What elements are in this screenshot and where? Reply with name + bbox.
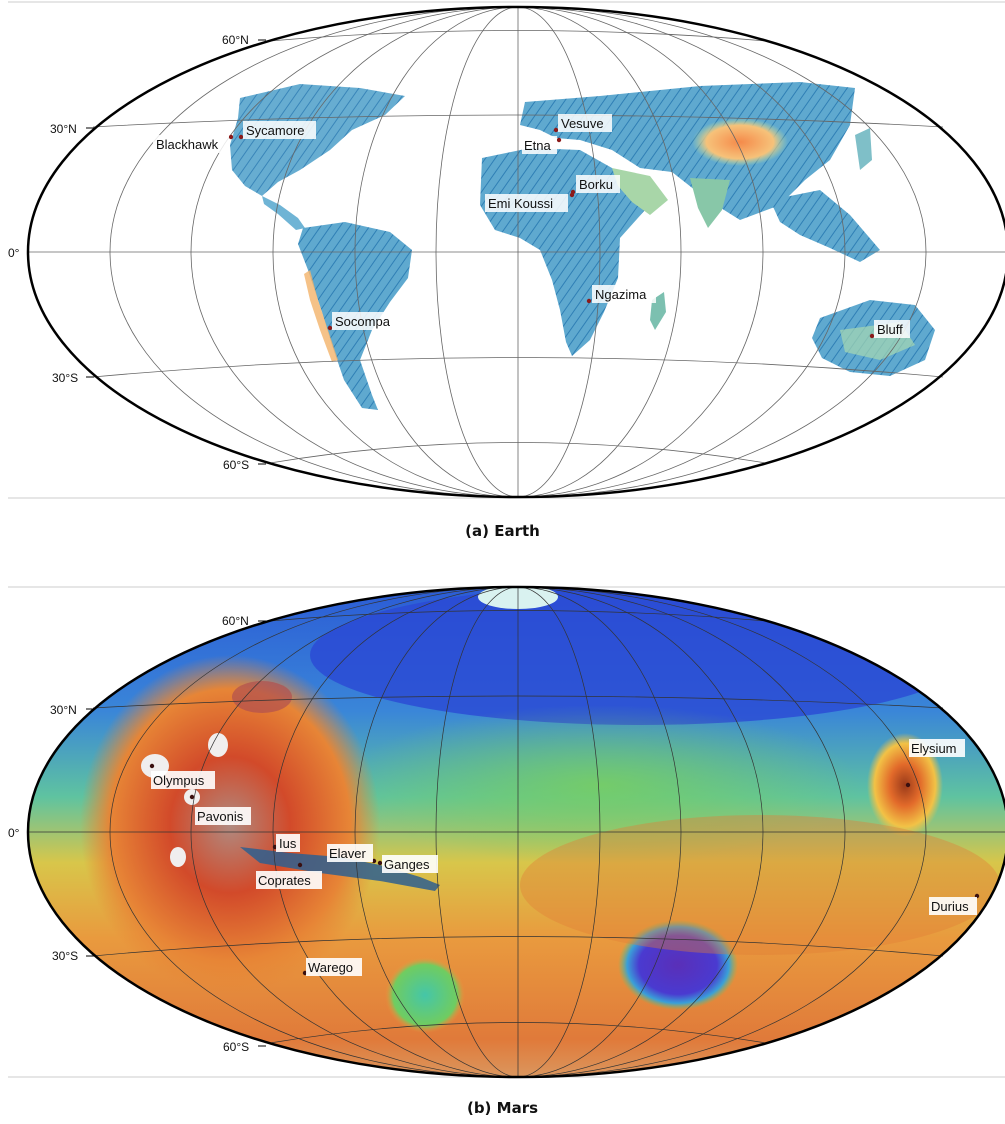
mars-tick-0: 0° [8,826,20,840]
marker-label: Durius [931,899,969,914]
andes-highlands [304,270,338,362]
marker-label: Elysium [911,741,957,756]
marker-ganges[interactable]: Ganges [377,855,438,873]
central-america-landmass [262,196,305,230]
marker-label: Emi Koussi [488,196,553,211]
marker-label: Coprates [258,873,311,888]
arsia-mons [170,847,186,867]
marker-ngazima[interactable]: Ngazima [586,285,656,304]
earth-lat-ticks: 60°N 30°N 0° 30°S 60°S [8,33,266,472]
southeast-asia-landmass [770,190,880,262]
marker-label: Ius [279,836,297,851]
mars-tick-30n: 30°N [50,703,77,717]
marker-label: Borku [579,177,613,192]
alba-patera [232,681,292,713]
mars-tick-60s: 60°S [223,1040,249,1054]
marker-olympus[interactable]: Olympus [149,763,215,789]
mars-caption: (b) Mars [466,1099,539,1117]
marker-coprates[interactable]: Coprates [256,862,322,889]
japan-landmass [855,128,872,170]
mars-tick-60n: 60°N [222,614,249,628]
mars-lat-ticks: 60°N 30°N 0° 30°S 60°S [8,614,266,1054]
marker-label: Sycamore [246,123,305,138]
arabia-landmass [612,168,668,215]
marker-emi-koussi[interactable]: Emi Koussi [485,192,575,212]
marker-label: Elaver [329,846,367,861]
marker-blackhawk[interactable]: Blackhawk [153,134,234,153]
marker-warego[interactable]: Warego [302,958,362,976]
marker-label: Ngazima [595,287,647,302]
hellas-basin [618,920,738,1010]
india-landmass [690,178,730,228]
marker-label: Etna [524,138,552,153]
earth-tick-0: 0° [8,246,20,260]
marker-label: Blackhawk [156,137,219,152]
marker-label: Pavonis [197,809,244,824]
marker-socompa[interactable]: Socompa [327,312,402,331]
earth-map: 60°N 30°N 0° 30°S 60°S Blackhawk Sycamor… [8,1,1005,499]
mars-markers: Olympus Pavonis Ius Elaver Ganges Coprat… [149,739,980,976]
earth-tick-60n: 60°N [222,33,249,47]
tibet-plateau [692,118,788,166]
marker-pavonis[interactable]: Pavonis [189,794,251,825]
marker-etna[interactable]: Etna [522,136,562,154]
marker-label: Ganges [384,857,430,872]
marker-label: Socompa [335,314,391,329]
earth-tick-30s: 30°S [52,371,78,385]
marker-label: Vesuve [561,116,604,131]
equatorial-green-band [340,705,860,865]
marker-label: Olympus [153,773,205,788]
marker-borku[interactable]: Borku [570,175,620,195]
earth-tick-60s: 60°S [223,458,249,472]
valles-marineris [240,847,440,891]
marker-ius[interactable]: Ius [272,834,300,852]
marker-elaver[interactable]: Elaver [327,844,377,864]
earth-caption: (a) Earth [465,522,540,540]
earth-map-border [26,5,1005,499]
mars-tick-30s: 30°S [52,949,78,963]
marker-durius[interactable]: Durius [929,893,980,915]
argyre-basin [385,957,465,1033]
earth-tick-30n: 30°N [50,122,77,136]
mars-map: 60°N 30°N 0° 30°S 60°S Olympus Pavonis I… [8,585,1005,1079]
mars-map-border [26,585,1005,1079]
earth-markers: Blackhawk Sycamore Vesuve Etna Borku Emi… [153,114,910,339]
marker-elysium[interactable]: Elysium [905,739,965,788]
marker-vesuve[interactable]: Vesuve [553,114,612,133]
southern-highlands [520,815,1000,955]
elysium-rise [867,733,943,837]
marker-bluff[interactable]: Bluff [869,320,910,339]
marker-sycamore[interactable]: Sycamore [238,121,316,140]
ascraeus-mons [208,733,228,757]
marker-label: Bluff [877,322,903,337]
marker-label: Warego [308,960,353,975]
north-america-landmass [230,84,405,196]
